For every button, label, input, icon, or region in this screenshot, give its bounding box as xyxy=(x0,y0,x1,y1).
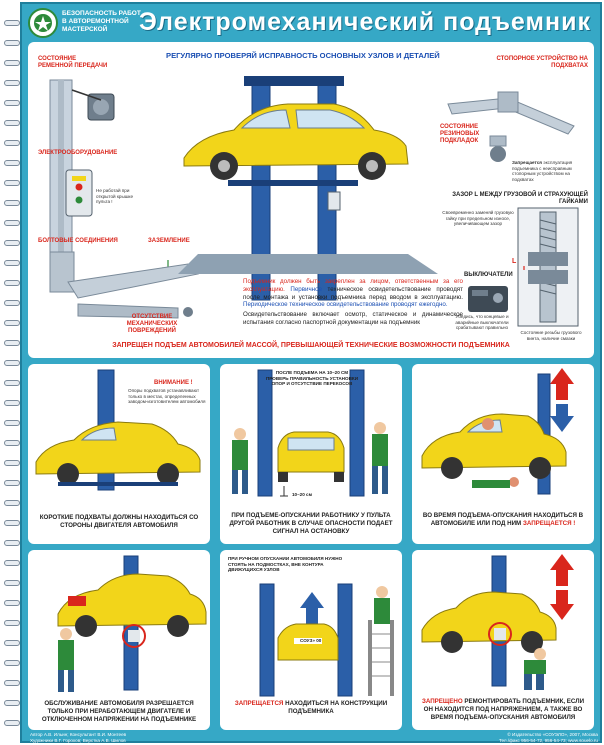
spiral-binding xyxy=(0,0,20,745)
binding-ring xyxy=(4,340,20,346)
binding-ring xyxy=(4,140,20,146)
binding-ring xyxy=(4,640,20,646)
binding-ring xyxy=(4,300,20,306)
label-ground: Заземление xyxy=(148,238,190,244)
label-gap: Зазор L между грузовой и страхующей гайк… xyxy=(452,192,588,205)
main-illustration xyxy=(49,76,579,327)
panel-1-note: Опоры подхватов устанавливают только в м… xyxy=(128,388,206,405)
binding-ring xyxy=(4,100,20,106)
panel-4-caption: Обслуживание автомобиля разрешается толь… xyxy=(41,700,197,723)
binding-ring xyxy=(4,20,20,26)
series-title: Безопасность работ в авторемонтной масте… xyxy=(62,10,141,33)
panel-engine-off: Обслуживание автомобиля разрешается толь… xyxy=(28,550,210,730)
binding-ring xyxy=(4,240,20,246)
organization-logo xyxy=(28,8,58,38)
binding-ring xyxy=(4,260,20,266)
label-electro: Электрооборудование xyxy=(38,150,118,156)
panel-no-repair: Запрещено ремонтировать подъемник, если … xyxy=(412,550,594,730)
panel-manual-lowering: При ручном опускании автомобиля нужно ст… xyxy=(220,550,402,730)
binding-ring xyxy=(4,200,20,206)
binding-ring xyxy=(4,360,20,366)
main-subtitle: Регулярно проверяй исправность основных … xyxy=(166,51,440,60)
inspection-paragraph: Подъемник должен быть закреплен за лицом… xyxy=(243,278,463,326)
binding-ring xyxy=(4,700,20,706)
binding-ring xyxy=(4,600,20,606)
panel-short-arms: Внимание ! Опоры подхватов устанавливают… xyxy=(28,364,210,544)
binding-ring xyxy=(4,500,20,506)
label-stopper: Стопорное устройство на подхватах xyxy=(496,56,588,69)
label-electro-note: Не работай при открытой крышке пульта ! xyxy=(96,188,134,205)
binding-ring xyxy=(4,220,20,226)
panel-2-dim: 10–20 см xyxy=(292,492,313,497)
binding-ring xyxy=(4,540,20,546)
binding-ring xyxy=(4,680,20,686)
binding-ring xyxy=(4,440,20,446)
label-switch-note: Убедись, что концевые и аварийные выключ… xyxy=(455,314,509,331)
binding-ring xyxy=(4,380,20,386)
panel-1-caption: Короткие подхваты должны находиться со с… xyxy=(39,514,199,529)
panel-5-caption: Запрещается находиться на конструкции по… xyxy=(234,700,388,715)
label-belt: Состояние ременной передачи xyxy=(38,56,108,69)
binding-ring xyxy=(4,620,20,626)
panel-5-illustration xyxy=(259,583,394,697)
poster-title: Электромеханический подъемник xyxy=(139,8,591,36)
panel-signal: После подъема на 10–20 см проверь правил… xyxy=(220,364,402,544)
panel-6-illustration xyxy=(421,554,574,690)
binding-ring xyxy=(4,280,20,286)
label-bolts: Болтовые соединения xyxy=(38,238,118,244)
label-mech: Отсутствие механических повреждений xyxy=(126,314,178,334)
binding-ring xyxy=(4,160,20,166)
binding-ring xyxy=(4,400,20,406)
publisher-credit: © Издательство «СОУЭЛО», 2007, Москва Те… xyxy=(498,732,598,743)
panel-1-illustration xyxy=(35,369,201,491)
binding-ring xyxy=(4,580,20,586)
binding-ring xyxy=(4,320,20,326)
binding-ring xyxy=(4,180,20,186)
binding-ring xyxy=(4,560,20,566)
panel-no-people: Во время подъема-опускания находиться в … xyxy=(412,364,594,544)
label-gap-note: Своевременно заменяй грузовую гайку при … xyxy=(442,210,514,227)
panel-3-illustration xyxy=(421,368,574,495)
label-L: L xyxy=(512,258,517,265)
panel-2-note: После подъема на 10–20 см проверь правил… xyxy=(265,370,358,387)
panel-5-note: При ручном опускании автомобиля нужно ст… xyxy=(228,556,343,573)
panel-2-caption: При подъеме-опускании работнику у пульта… xyxy=(229,512,393,535)
panel-6-caption: Запрещено ремонтировать подъемник, если … xyxy=(421,698,585,721)
panel-4-illustration xyxy=(57,555,207,692)
binding-ring xyxy=(4,720,20,726)
label-forbidden: Запрещается эксплуатация подъемника с не… xyxy=(512,160,573,182)
main-warning: Запрещен подъем автомобилей массой, прев… xyxy=(112,342,510,349)
authors-credit: Автор А.В. Ильин; Консультант В.И. Монте… xyxy=(30,732,127,743)
binding-ring xyxy=(4,420,20,426)
binding-ring xyxy=(4,80,20,86)
label-switches: Выключатели xyxy=(464,272,513,278)
binding-ring xyxy=(4,480,20,486)
label-screw: Состояние резьбы грузового винта, наличи… xyxy=(520,330,582,341)
label-rubber: Состояние резиновых подкладок xyxy=(440,124,480,144)
panel-5-plate: СОУЗ» 00 xyxy=(300,638,322,643)
binding-ring xyxy=(4,460,20,466)
binding-ring xyxy=(4,40,20,46)
binding-ring xyxy=(4,660,20,666)
panel-1-attention: Внимание ! xyxy=(154,380,193,386)
panel-3-caption: Во время подъема-опускания находиться в … xyxy=(422,512,584,527)
main-inspection-panel: Регулярно проверяй исправность основных … xyxy=(28,42,594,358)
safety-poster: Безопасность работ в авторемонтной масте… xyxy=(20,2,602,743)
binding-ring xyxy=(4,520,20,526)
binding-ring xyxy=(4,60,20,66)
binding-ring xyxy=(4,120,20,126)
panel-2-illustration xyxy=(232,369,388,497)
